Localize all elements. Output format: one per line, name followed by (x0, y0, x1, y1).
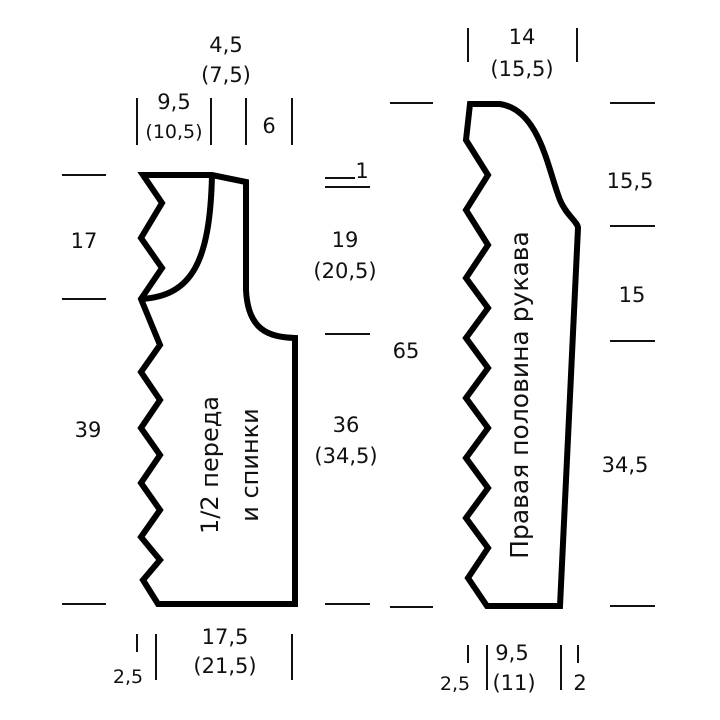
shoulder-label: 6 (262, 114, 275, 138)
body-title-line1: 1/2 переда (196, 396, 224, 534)
side-length-alt-label: (34,5) (314, 444, 377, 468)
shoulder-slope-label: 1 (355, 159, 368, 183)
bottom-edge-label: 2,5 (113, 666, 143, 688)
body-title-line2: и спинки (236, 408, 264, 522)
shoulder-inner-label: 9,5 (157, 90, 190, 114)
armhole-height-alt-label: (20,5) (313, 259, 376, 283)
shoulder-inner-alt-label: (10,5) (145, 121, 202, 143)
total-length-label: 65 (393, 339, 420, 363)
dimension-ticks (62, 28, 655, 690)
sleeve-top-width-alt-label: (15,5) (490, 57, 553, 81)
bottom-width-label: 17,5 (202, 625, 249, 649)
sleeve-bottom-edge-right-label: 2 (573, 671, 586, 695)
sleeve-bottom-width-alt-label: (11) (492, 671, 535, 695)
side-length-label: 36 (333, 413, 360, 437)
sleeve-top-width-label: 14 (509, 25, 536, 49)
lower-length-label: 39 (75, 418, 102, 442)
sleeve-title: Правая половина рукава (505, 231, 534, 559)
sleeve-cap-height-label: 15,5 (607, 169, 654, 193)
body-piece-outline (137, 172, 298, 607)
sleeve-bottom-width-label: 9,5 (495, 641, 528, 665)
neck-width-label: 4,5 (209, 33, 242, 57)
sleeve-upper-height-label: 15 (619, 283, 646, 307)
armhole-height-label: 19 (332, 228, 359, 252)
sleeve-bottom-edge-left-label: 2,5 (440, 673, 470, 695)
neckline-curve (140, 174, 215, 302)
neck-width-alt-label: (7,5) (201, 63, 251, 87)
sleeve-lower-height-label: 34,5 (602, 453, 649, 477)
bottom-width-alt-label: (21,5) (193, 654, 256, 678)
neck-depth-label: 17 (71, 229, 98, 253)
sleeve-piece-outline (462, 101, 582, 609)
